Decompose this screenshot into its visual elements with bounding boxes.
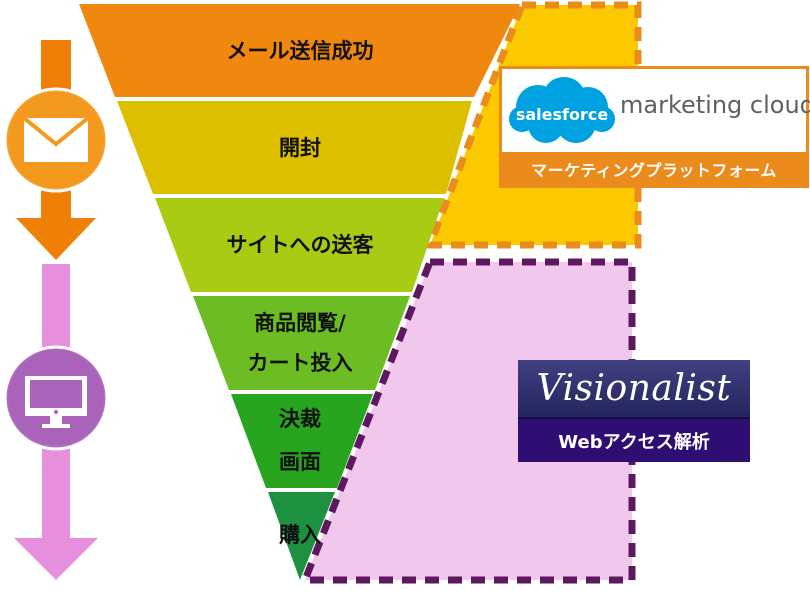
stage-label-purchase: 購入 <box>278 523 321 547</box>
stage-label-opened: 開封 <box>279 136 321 160</box>
salesforce-caption: マーケティングプラットフォーム <box>502 152 806 185</box>
visionalist-caption: Webアクセス解析 <box>518 417 750 462</box>
monitor-icon <box>3 345 109 451</box>
stage-label-product-view-1: 商品閲覧/ <box>254 311 346 335</box>
funnel-stage-opened <box>117 101 472 194</box>
stage-label-checkout-1: 決裁 <box>279 407 321 431</box>
salesforce-cloud-logo: salesforce <box>509 77 615 143</box>
stage-label-mail-sent: メール送信成功 <box>227 39 374 63</box>
stage-label-product-view-2: カート投入 <box>248 351 353 375</box>
web-tracking-region <box>299 258 636 584</box>
stage-label-checkout-2: 画面 <box>279 450 321 474</box>
funnel-stage-checkout <box>231 394 373 488</box>
visionalist-logo: Visionalist <box>518 360 750 417</box>
funnel-stage-mail-sent <box>79 4 520 97</box>
salesforce-product-name: marketing cloud <box>620 91 810 119</box>
visionalist-box: Visionalist Webアクセス解析 <box>518 360 750 462</box>
funnel-stage-site-visit <box>155 198 444 292</box>
funnel-stage-product-view <box>193 296 410 390</box>
envelope-icon <box>3 87 109 193</box>
salesforce-marketing-cloud-box: salesforce marketing cloud マーケティングプラットフォ… <box>499 66 810 188</box>
salesforce-logo-text: salesforce <box>516 105 609 124</box>
stage-label-site-visit: サイトへの送客 <box>227 233 375 257</box>
funnel-stage-purchase <box>268 492 335 580</box>
